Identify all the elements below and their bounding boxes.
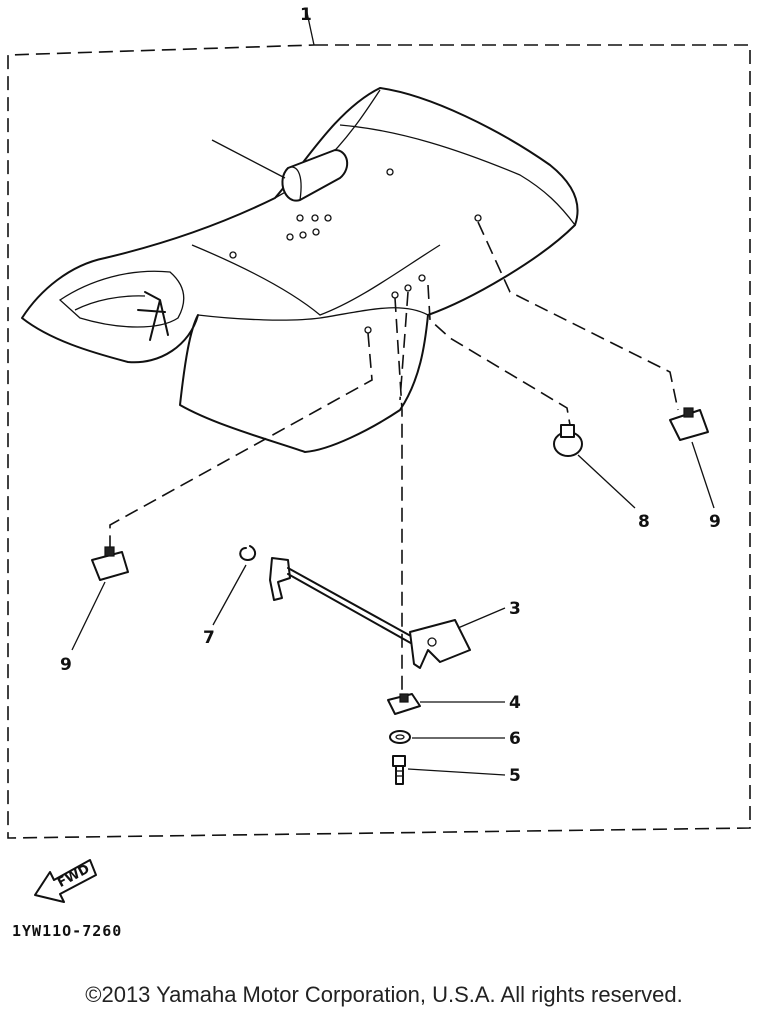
washer <box>389 730 411 744</box>
leader-5 <box>407 768 506 776</box>
callout-7: 7 <box>203 628 215 648</box>
assembly-lines <box>109 221 679 700</box>
seat <box>21 87 579 453</box>
callout-5: 5 <box>509 766 521 786</box>
callout-1: 1 <box>300 5 312 25</box>
leader-9-left <box>71 581 106 651</box>
bolt <box>392 755 406 785</box>
fwd-arrow-icon: FWD <box>34 859 97 903</box>
callout-9-right: 9 <box>709 512 721 532</box>
callout-9-left: 9 <box>60 655 72 675</box>
callout-6: 6 <box>509 729 521 749</box>
leader-9-right <box>691 441 715 509</box>
clip-nut-right <box>669 407 709 441</box>
spring-clip <box>239 545 256 561</box>
leader-8 <box>577 454 636 509</box>
leader-2 <box>211 139 286 179</box>
callout-8: 8 <box>638 512 650 532</box>
callout-3: 3 <box>509 599 521 619</box>
callout-4: 4 <box>509 693 521 713</box>
bracket <box>387 693 421 715</box>
leader-3 <box>457 607 506 629</box>
part-code: 1YW11O-7260 <box>12 922 122 940</box>
copyright-notice: ©2013 Yamaha Motor Corporation, U.S.A. A… <box>85 982 683 1007</box>
leader-7 <box>212 564 247 626</box>
seat-damper <box>553 424 583 457</box>
seat-lock <box>269 557 471 669</box>
clip-nut-left <box>91 546 129 581</box>
assembly-boundary <box>7 7 751 839</box>
